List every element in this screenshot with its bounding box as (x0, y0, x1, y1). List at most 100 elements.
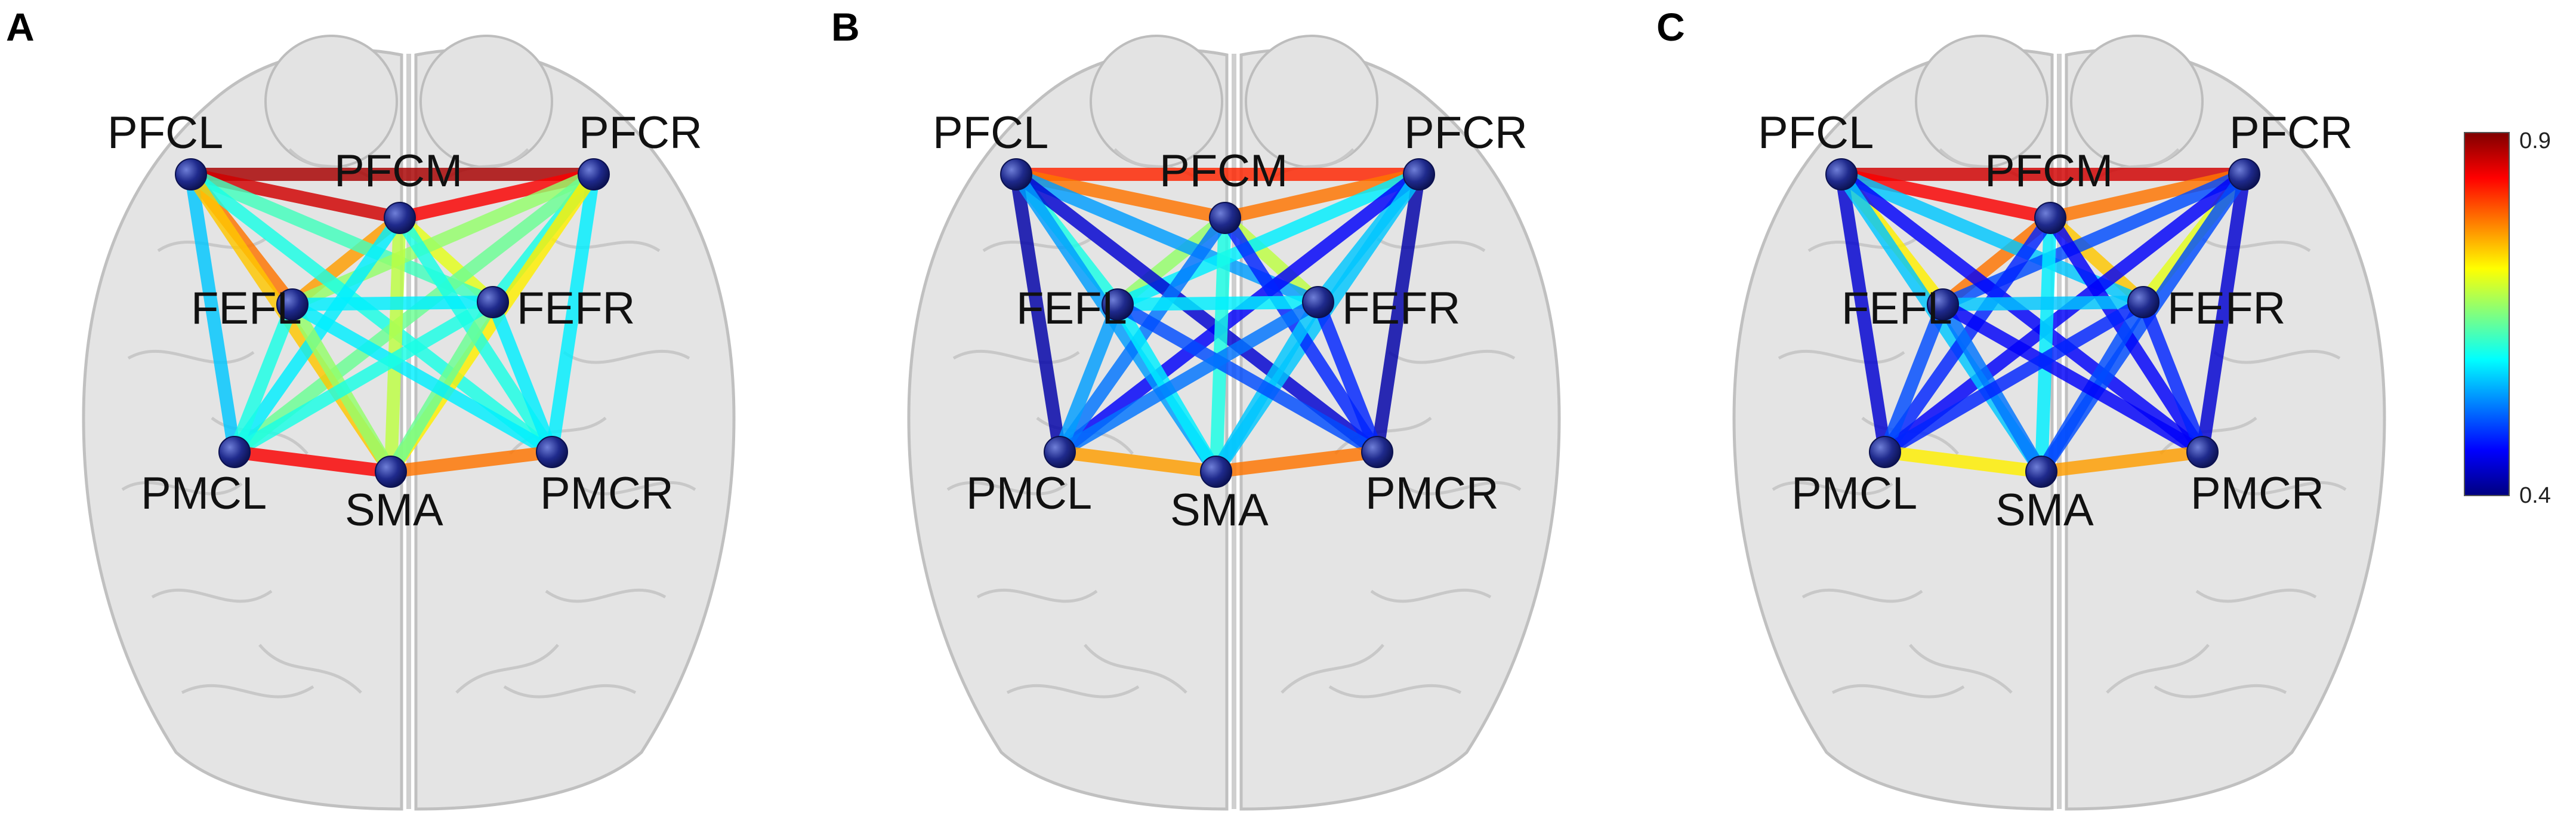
brain-sulcus (151, 588, 273, 603)
edges (184, 168, 600, 478)
brain-sulcus (1376, 237, 1486, 253)
edge-fefl-pmcl (1053, 298, 1124, 459)
brain-sulcus (563, 349, 690, 364)
edge-pmcl-sma (1053, 445, 1223, 478)
colorbar: 0.9 0.4 (2464, 128, 2551, 508)
brain-sulcus (2195, 588, 2317, 603)
node-pfcm (2034, 202, 2066, 234)
node-label-pmcr: PMCR (2191, 468, 2324, 519)
node-fefr (1302, 286, 1334, 318)
edge-pfcl-pmcr (1835, 168, 2209, 459)
edges (1835, 168, 2251, 478)
node-label-fefr: FEFR (2167, 283, 2285, 334)
brain-sulcus (2106, 644, 2210, 694)
edge-pmcr-sma (1210, 445, 1384, 478)
edge-fefl-pmcl (228, 298, 299, 459)
brain-sulcus (258, 644, 362, 694)
edge-pmcr-sma (2035, 445, 2209, 478)
edge-fefl-pmcr (1936, 298, 2209, 459)
brain-sulcus (455, 644, 559, 694)
brain-sulcus (1084, 644, 1187, 694)
node-sma (375, 456, 407, 488)
node-label-fefr: FEFR (517, 283, 635, 334)
edge-fefr-pmcl (1878, 296, 2150, 459)
node-label-pfcl: PFCL (107, 107, 223, 158)
brain-sulcus (1388, 349, 1516, 364)
node-pfcr (578, 158, 610, 190)
brain-sulcus (1772, 481, 1893, 496)
node-label-pfcr: PFCR (2229, 107, 2353, 158)
brain-sulcus (575, 481, 696, 496)
edge-fefr-pmcl (1053, 296, 1325, 459)
node-pmcl (1869, 436, 1901, 468)
edge-fefl-pmcl (1878, 298, 1949, 459)
node-fefr (2127, 286, 2159, 318)
node-label-pfcm: PFCM (1159, 146, 1288, 196)
node-label-pfcr: PFCR (579, 107, 702, 158)
brain-sulcus (2213, 349, 2341, 364)
edge-pfcl-pmcr (1010, 168, 1384, 459)
edge-pfcl-pfcm (184, 168, 406, 224)
edge-fefl-pmcr (1111, 298, 1384, 459)
node-sma (1200, 456, 1232, 488)
brain-sulcus (551, 237, 661, 253)
node-fefl (1927, 288, 1959, 321)
node-pmcl (1044, 436, 1076, 468)
panel-letter: B (831, 5, 860, 49)
brain-sulcus (1801, 588, 1923, 603)
colorbar-gradient (2464, 132, 2510, 496)
node-fefl (1102, 288, 1134, 321)
brain-sulcus (127, 349, 255, 364)
edge-pfcm-sma (1210, 211, 1232, 478)
edge-fefr-pmcl (228, 296, 499, 459)
node-label-pmcl: PMCL (1791, 468, 1917, 519)
brain-sulcus (1006, 684, 1140, 699)
edge-pfcl-pfcm (1010, 168, 1232, 224)
edge-pfcm-sma (2035, 211, 2057, 478)
node-pmcr (536, 436, 568, 468)
node-pmcl (218, 436, 251, 468)
edge-pfcr-pmcr (545, 168, 600, 459)
edge-pfcm-sma (384, 211, 406, 478)
node-sma (2025, 456, 2057, 488)
edge-pfcl-pmcl (1010, 168, 1066, 459)
node-fefl (276, 288, 308, 321)
brain-sulcus (1909, 644, 2013, 694)
edge-pmcl-sma (228, 445, 397, 478)
brain-sulcus (503, 684, 637, 699)
node-pmcr (2186, 436, 2219, 468)
edge-pfcr-pmcl (228, 168, 600, 459)
edge-pfcl-pmcl (1835, 168, 1892, 459)
node-pfcl (1825, 158, 1858, 190)
edge-pfcr-pmcl (1878, 168, 2251, 459)
edge-fefl-fefr (1111, 296, 1325, 311)
brain-sulcus (181, 684, 314, 699)
edge-fefr-pmcr (1312, 296, 1384, 459)
brain-sulcus (1400, 481, 1522, 496)
edge-pmcr-sma (384, 445, 559, 478)
node-pfcm (1209, 202, 1241, 234)
node-label-pfcl: PFCL (1758, 107, 1874, 158)
node-pmcr (1361, 436, 1393, 468)
edge-fefr-pmcr (2137, 296, 2209, 459)
brain-sulcus (2201, 237, 2311, 253)
brain-sulcus (1328, 684, 1462, 699)
node-label-pfcm: PFCM (334, 146, 462, 196)
edge-fefr-pmcr (486, 296, 559, 459)
node-fefr (477, 286, 509, 318)
brain-sulcus (1281, 644, 1384, 694)
brain-sulcus (952, 349, 1080, 364)
node-pfcr (2228, 158, 2260, 190)
node-pfcl (175, 158, 207, 190)
node-label-sma: SMA (1995, 485, 2094, 536)
edge-pfcr-pmcl (1053, 168, 1426, 459)
colorbar-min-label: 0.4 (2519, 483, 2551, 508)
brain-sulcus (2225, 481, 2347, 496)
brain-sulcus (1831, 684, 1965, 699)
panel-letter: A (6, 5, 35, 49)
node-label-fefr: FEFR (1342, 283, 1460, 334)
